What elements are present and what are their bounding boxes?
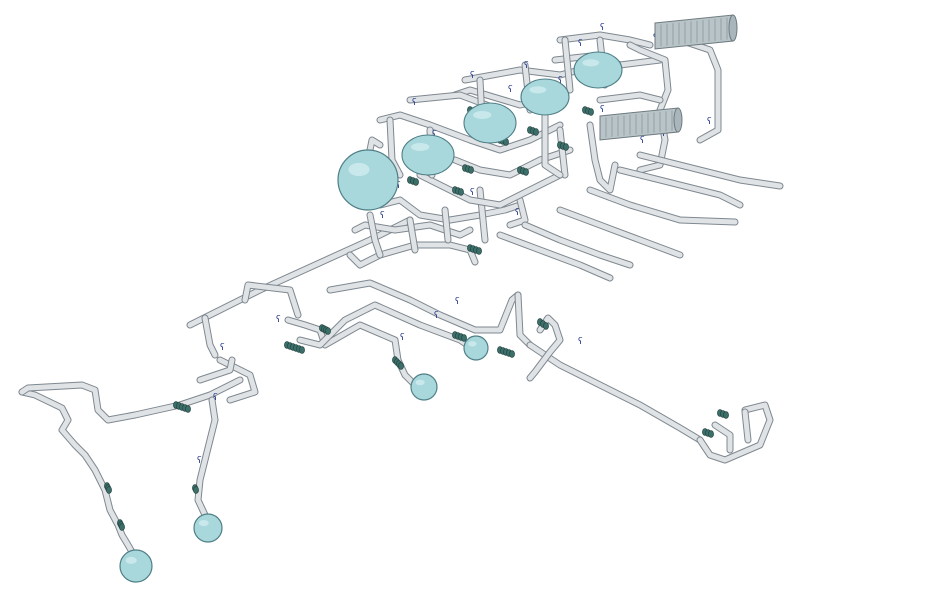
pipe-segment-5 [18,388,136,556]
pipe-segment-3 [201,314,219,359]
pipe-segment-15 [696,401,774,464]
pipe-support-tag-22: ʕ [220,343,225,353]
pipe-support-tag-10: ʕ [524,61,529,71]
pipe-segment-50 [616,166,744,209]
pipe-segment-51 [636,151,784,190]
pipe-support-tag-25: ʕ [578,337,583,347]
flange-fitting-11 [702,428,714,438]
pipe-segment-13 [526,341,704,444]
pipe-support-tag-5: ʕ [661,129,666,139]
pressure-vessel-2 [463,102,517,144]
pipe-segment-8 [196,356,236,384]
flange-fitting-17 [527,126,539,136]
pipe-support-tag-13: ʕ [432,130,437,140]
pressure-vessel-1 [401,134,455,176]
flange-fitting-22 [582,106,594,116]
small-sphere-1 [119,549,153,583]
heat-exchanger-top [654,14,738,50]
pipe-segment-28 [376,111,564,154]
flange-fitting-8 [452,331,467,342]
pressure-vessel-3 [520,78,570,116]
pipe-segment-16 [711,421,734,454]
flange-fitting-3 [173,401,191,413]
pipe-support-tag-26: ʕ [508,85,513,95]
flange-fitting-21 [557,141,569,151]
pipe-support-tag-15: ʕ [380,211,385,221]
flange-fitting-19 [452,186,464,196]
pipe-segment-21 [366,211,384,259]
pipe-support-tag-27: ʕ [558,76,563,86]
pipe-segment-22 [406,216,419,254]
pipe-segment-49 [586,186,739,226]
pipe-support-tag-9: ʕ [600,23,605,33]
pipe-support-tag-19: ʕ [400,333,405,343]
pipe-segment-46 [521,221,634,269]
pipe-segment-6 [18,376,244,424]
pipe-support-tag-11: ʕ [470,71,475,81]
flange-fitting-2 [117,519,125,531]
flange-fitting-1 [104,482,112,494]
pipe-network [18,31,784,556]
pipe-segment-52 [366,136,384,154]
pipe-segment-48 [556,206,684,259]
pipe-support-tag-12: ʕ [412,98,417,108]
pipe-support-tag-21: ʕ [197,456,202,466]
pipe-segment-26 [416,171,564,209]
flange-fitting-13 [467,244,482,255]
pipe-segment-45 [676,36,722,144]
pipe-segment-43 [541,111,564,179]
vessels-group [119,51,623,583]
pipe-support-tag-28: ʕ [600,105,605,115]
pipe-segment-23 [441,206,452,244]
pipe-segment-38 [561,36,574,94]
small-sphere-2 [193,513,223,543]
pipe-segment-12 [514,291,534,349]
pipe-segment-37 [556,31,654,49]
flange-fitting-15 [462,164,474,174]
large-sphere-vessel [337,149,399,211]
pipe-support-tag-17: ʕ [515,208,520,218]
pipe-segment-4 [216,356,259,404]
pipe-support-tag-18: ʕ [455,297,460,307]
small-sphere-4 [463,335,489,361]
pipe-support-tag-23: ʕ [276,315,281,325]
flange-fitting-7 [392,356,404,370]
pipe-segment-20 [376,196,524,224]
pipe-segment-47 [496,231,614,282]
pipe-support-tag-6: ʕ [640,136,645,146]
equipment-group [599,14,738,141]
pipe-support-tag-20: ʕ [434,311,439,321]
pipe-segment-14 [526,314,564,382]
pipe-segment-11 [326,279,522,334]
flange-fitting-9 [497,346,515,358]
heat-exchanger-mid [599,107,683,141]
pipe-segment-9 [284,316,419,389]
pipe-segment-7 [194,396,219,519]
pipe-segment-42 [556,126,569,179]
flange-fitting-18 [407,176,419,186]
small-sphere-3 [410,373,438,401]
pipe-support-tag-4: ʕ [707,117,712,127]
pipe-support-tag-16: ʕ [470,188,475,198]
pressure-vessel-4 [573,51,623,89]
flange-fitting-10 [537,318,549,330]
pipe-segment-17 [741,408,752,444]
flange-fitting-4 [192,484,199,494]
flange-fitting-20 [517,166,529,176]
pipe-segment-24 [476,186,489,244]
flange-fitting-6 [319,324,331,335]
pipe-support-tag-8: ʕ [578,39,583,49]
pipe-segment-44 [596,91,664,104]
flange-fitting-12 [717,409,729,419]
pipe-segment-25 [506,196,529,229]
pipe-segment-2 [241,281,302,319]
pipe-segment-41 [586,121,619,194]
pipe-support-tag-24: ʕ [213,393,218,403]
pipe-support-tag-14: ʕ [396,181,401,191]
pipe-segment-29 [386,116,404,179]
flange-fitting-5 [284,341,305,354]
